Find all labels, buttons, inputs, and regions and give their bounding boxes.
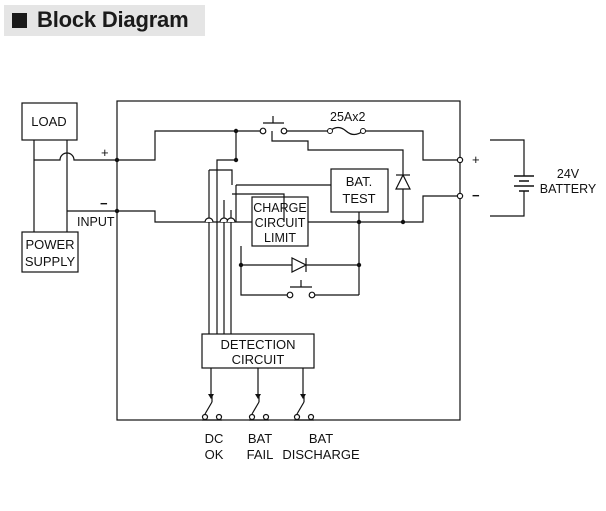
charge-limit-label-2: CIRCUIT [255,216,306,230]
charge-limit-label-3: LIMIT [264,231,296,245]
diode-icon [291,257,308,273]
bat-fail-contact-icon [248,394,270,421]
input-plus-label: + [101,145,109,160]
output-minus-label: − [472,188,480,203]
output-2-label-2: FAIL [247,447,274,462]
detection-label-2: CIRCUIT [232,352,285,367]
battery-icon [514,175,534,192]
section-title: Block Diagram [37,7,189,32]
fuse-label: 25Ax2 [330,110,365,124]
battery-label-2: BATTERY [540,182,597,196]
load-block [21,102,78,141]
section-title-bar: Block Diagram [4,5,205,36]
reverse-diode-icon [395,173,411,190]
discharge-switch-icon [286,280,316,299]
battery-label-1: 24V [557,167,580,181]
bat-test-label-1: BAT. [346,174,373,189]
power-supply-block [21,231,79,273]
module-enclosure [116,100,461,421]
input-label: INPUT [77,215,115,229]
output-3-label-2: DISCHARGE [282,447,360,462]
bat-test-label-2: TEST [342,191,375,206]
power-supply-label-2: SUPPLY [25,254,76,269]
charge-limit-label-1: CHARGE [253,201,306,215]
output-2-label-1: BAT [248,431,272,446]
detection-label-1: DETECTION [220,337,295,352]
title-bullet-icon [12,13,27,28]
bat-discharge-contact-icon [293,394,315,421]
fuse-icon [329,126,364,136]
input-minus-label: − [100,196,108,211]
load-label: LOAD [31,114,66,129]
dc-ok-contact-icon [201,394,223,421]
output-1-label-1: DC [205,431,224,446]
output-1-label-2: OK [205,447,224,462]
power-supply-label-1: POWER [25,237,74,252]
relay-switch-icon [259,116,288,135]
output-3-label-1: BAT [309,431,333,446]
output-plus-label: + [472,152,480,167]
